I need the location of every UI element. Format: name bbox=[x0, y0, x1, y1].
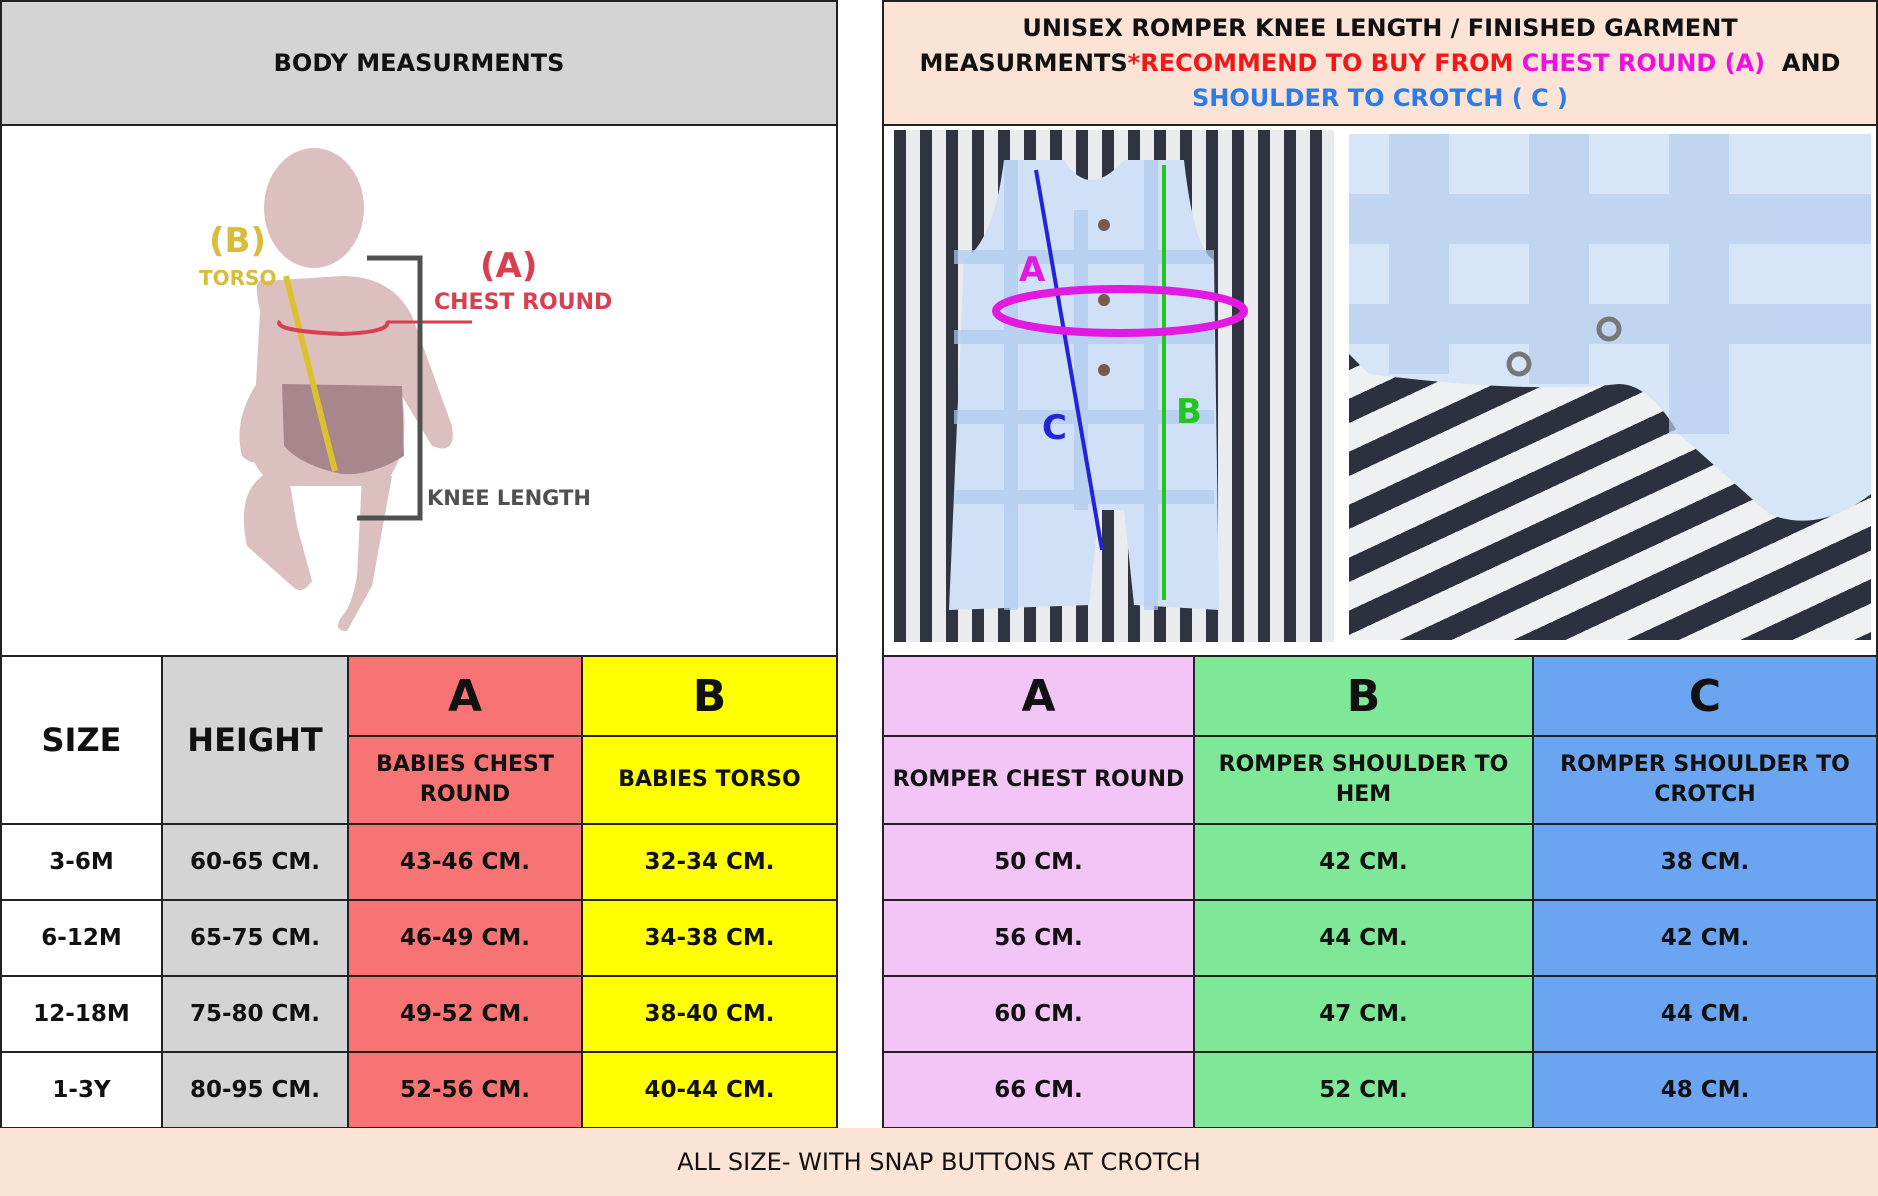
body-table-cell-b: 34-38 CM. bbox=[581, 899, 838, 977]
body-table-cell-height: 60-65 CM. bbox=[161, 823, 349, 901]
garment-col-b-label: ROMPER SHOULDER TO HEM bbox=[1193, 735, 1534, 825]
body-measurements-header: BODY MEASURMENTS bbox=[0, 0, 838, 126]
col-a-letter: A bbox=[347, 655, 583, 737]
garment-table-cell-b: 52 CM. bbox=[1193, 1051, 1534, 1129]
footer-text: ALL SIZE- WITH SNAP BUTTONS AT CROTCH bbox=[677, 1148, 1201, 1176]
torso-letter: (B) bbox=[209, 221, 266, 261]
photo-label-b: B bbox=[1176, 392, 1202, 432]
garment-header-measurements: MEASURMENTS bbox=[919, 48, 1128, 77]
garment-table-cell-c: 48 CM. bbox=[1532, 1051, 1878, 1129]
body-table-cell-a: 43-46 CM. bbox=[347, 823, 583, 901]
garment-col-a-letter: A bbox=[882, 655, 1195, 737]
garment-table-cell-a: 56 CM. bbox=[882, 899, 1195, 977]
garment-header: UNISEX ROMPER KNEE LENGTH / FINISHED GAR… bbox=[882, 0, 1878, 126]
romper-front-photo: A B C bbox=[894, 130, 1334, 642]
recommend-text: *RECOMMEND TO BUY FROM bbox=[1127, 48, 1522, 77]
photo-label-c: C bbox=[1042, 408, 1067, 448]
body-table-cell-b: 32-34 CM. bbox=[581, 823, 838, 901]
garment-table-cell-b: 42 CM. bbox=[1193, 823, 1534, 901]
col-height-header: HEIGHT bbox=[161, 655, 349, 825]
body-table-cell-size: 3-6M bbox=[0, 823, 163, 901]
garment-table-cell-c: 44 CM. bbox=[1532, 975, 1878, 1053]
garment-col-c-letter: C bbox=[1532, 655, 1878, 737]
body-table-cell-a: 46-49 CM. bbox=[347, 899, 583, 977]
chest-letter: (A) bbox=[480, 246, 538, 286]
photo-label-a: A bbox=[1019, 250, 1046, 290]
garment-col-b-letter: B bbox=[1193, 655, 1534, 737]
body-table-cell-b: 40-44 CM. bbox=[581, 1051, 838, 1129]
garment-table-cell-a: 66 CM. bbox=[882, 1051, 1195, 1129]
chest-round-recommend: CHEST ROUND (A) bbox=[1521, 48, 1766, 77]
footer-note: ALL SIZE- WITH SNAP BUTTONS AT CROTCH bbox=[0, 1128, 1878, 1196]
body-table-cell-size: 6-12M bbox=[0, 899, 163, 977]
garment-table-cell-c: 38 CM. bbox=[1532, 823, 1878, 901]
garment-col-a-label: ROMPER CHEST ROUND bbox=[882, 735, 1195, 825]
body-table-cell-height: 65-75 CM. bbox=[161, 899, 349, 977]
chest-label: CHEST ROUND bbox=[434, 290, 613, 315]
body-table-cell-height: 75-80 CM. bbox=[161, 975, 349, 1053]
body-measurements-title: BODY MEASURMENTS bbox=[273, 49, 565, 77]
col-b-letter: B bbox=[581, 655, 838, 737]
garment-photo-panel: A B C bbox=[882, 124, 1878, 657]
garment-table-cell-a: 50 CM. bbox=[882, 823, 1195, 901]
body-table-cell-size: 1-3Y bbox=[0, 1051, 163, 1129]
garment-table-cell-b: 44 CM. bbox=[1193, 899, 1534, 977]
garment-col-c-label: ROMPER SHOULDER TO CROTCH bbox=[1532, 735, 1878, 825]
garment-table-cell-c: 42 CM. bbox=[1532, 899, 1878, 977]
body-table-cell-b: 38-40 CM. bbox=[581, 975, 838, 1053]
garment-table-cell-a: 60 CM. bbox=[882, 975, 1195, 1053]
romper-snap-closeup-photo bbox=[1349, 134, 1871, 640]
knee-length-label: KNEE LENGTH bbox=[427, 486, 591, 510]
body-table-cell-height: 80-95 CM. bbox=[161, 1051, 349, 1129]
body-table-cell-a: 49-52 CM. bbox=[347, 975, 583, 1053]
body-table-cell-size: 12-18M bbox=[0, 975, 163, 1053]
and-text: AND bbox=[1765, 48, 1841, 77]
col-a-label: BABIES CHEST ROUND bbox=[347, 735, 583, 825]
garment-header-line1: UNISEX ROMPER KNEE LENGTH / FINISHED GAR… bbox=[1022, 13, 1738, 42]
baby-diagram-panel: (B) TORSO (A) CHEST ROUND KNEE LENGTH bbox=[0, 124, 838, 657]
garment-table-cell-b: 47 CM. bbox=[1193, 975, 1534, 1053]
shoulder-crotch-recommend: SHOULDER TO CROTCH ( C ) bbox=[1191, 83, 1569, 112]
torso-label: TORSO bbox=[199, 266, 277, 290]
body-table-cell-a: 52-56 CM. bbox=[347, 1051, 583, 1129]
baby-silhouette-illustration bbox=[239, 148, 472, 631]
col-b-label: BABIES TORSO bbox=[581, 735, 838, 825]
col-size-header: SIZE bbox=[0, 655, 163, 825]
